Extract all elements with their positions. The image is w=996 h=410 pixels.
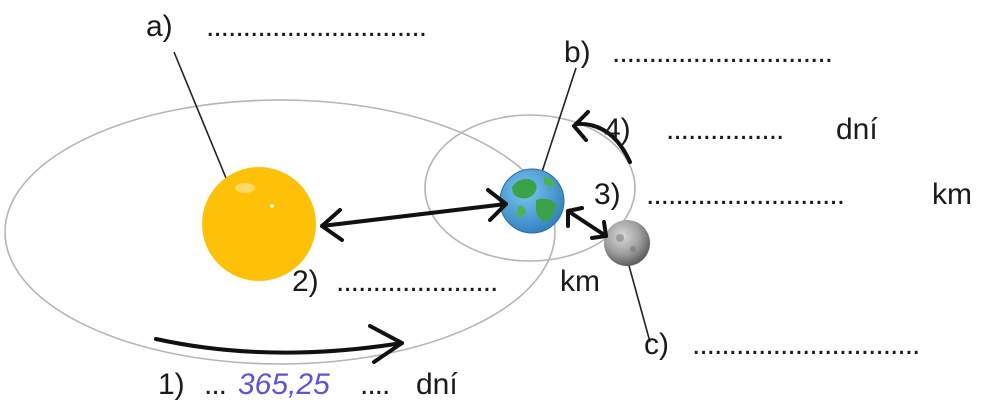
label-a: a) xyxy=(146,10,173,43)
blank-1-after: .... xyxy=(360,368,390,401)
label-2: 2) xyxy=(292,265,319,298)
answer-1[interactable]: 365,25 xyxy=(238,368,330,401)
moon-revolution-arrow xyxy=(572,110,632,164)
blank-2[interactable]: ...................... xyxy=(336,265,498,298)
leader-line-c xyxy=(627,261,651,343)
earth-orbit xyxy=(4,99,556,365)
blank-4[interactable]: ................ xyxy=(666,113,784,146)
moon xyxy=(604,220,650,266)
label-4: 4) xyxy=(604,113,631,146)
unit-1: dní xyxy=(416,368,458,401)
unit-2: km xyxy=(560,265,600,298)
blank-c[interactable]: ............................... xyxy=(692,328,920,361)
blank-3[interactable]: ........................... xyxy=(646,178,845,211)
blank-b[interactable]: .............................. xyxy=(612,36,833,69)
label-c: c) xyxy=(644,328,669,361)
earth xyxy=(499,168,565,234)
sun-earth-distance-arrow xyxy=(320,188,508,242)
earth-moon-distance-arrow xyxy=(566,206,608,240)
leader-line-b xyxy=(539,67,577,179)
blank-a[interactable]: .............................. xyxy=(206,10,427,43)
blank-1-before: ... xyxy=(204,368,227,401)
sun xyxy=(202,167,316,281)
leader-line-a xyxy=(173,51,227,179)
unit-3: km xyxy=(932,178,972,211)
earth-revolution-arrow xyxy=(154,324,404,364)
label-1: 1) xyxy=(158,368,185,401)
label-b: b) xyxy=(564,36,591,69)
moon-orbit xyxy=(424,114,636,262)
unit-4: dní xyxy=(836,113,878,146)
label-3: 3) xyxy=(594,178,621,211)
